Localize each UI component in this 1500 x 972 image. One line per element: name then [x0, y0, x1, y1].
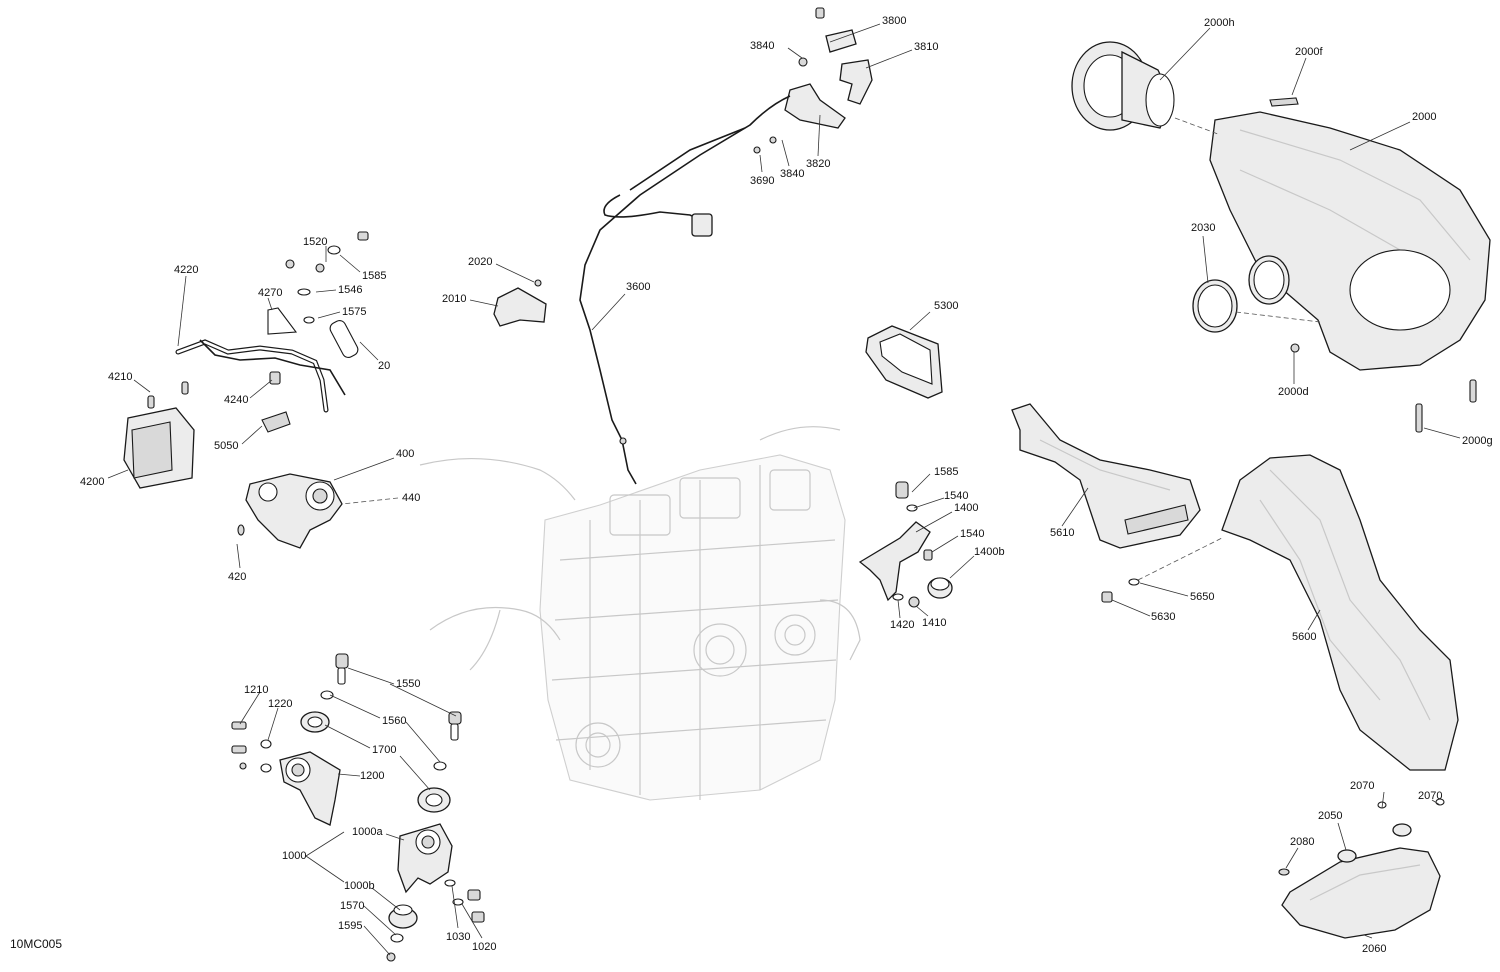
- callout-1410: 1410: [922, 617, 946, 629]
- engine-mount-1200: [231, 653, 349, 826]
- callout-3820: 3820: [806, 158, 830, 170]
- callout-1020: 1020: [472, 941, 496, 953]
- callout-1546: 1546: [338, 284, 362, 296]
- bracket-2060: [1278, 798, 1445, 939]
- callout-1585-left: 1585: [362, 270, 386, 282]
- callout-1400: 1400: [954, 502, 978, 514]
- callout-1400b: 1400b: [974, 546, 1005, 558]
- display-5300: [865, 325, 943, 399]
- leader-lines: [107, 23, 1461, 956]
- callout-440: 440: [402, 492, 420, 504]
- callout-1000b: 1000b: [344, 880, 375, 892]
- callout-5050: 5050: [214, 440, 238, 452]
- callout-1540-top: 1540: [944, 490, 968, 502]
- callout-1030: 1030: [446, 931, 470, 943]
- callout-4240: 4240: [224, 394, 248, 406]
- callout-1000a: 1000a: [352, 826, 383, 838]
- callout-1200: 1200: [360, 770, 384, 782]
- callout-labels: 3800 3810 3840 3820 3840 3690 2000h 2000…: [10, 15, 1493, 955]
- callout-2030: 2030: [1191, 222, 1215, 234]
- callout-5630: 5630: [1151, 611, 1175, 623]
- callout-3810: 3810: [914, 41, 938, 53]
- engine-mount-1000: [386, 711, 485, 962]
- bracket-2010: [493, 279, 547, 327]
- callout-2000f: 2000f: [1295, 46, 1323, 58]
- air-intake-assembly: [1071, 41, 1491, 433]
- callout-2060: 2060: [1362, 943, 1386, 955]
- callout-5650: 5650: [1190, 591, 1214, 603]
- callout-3840-top: 3840: [750, 40, 774, 52]
- callout-20: 20: [378, 360, 390, 372]
- callout-1700: 1700: [372, 744, 396, 756]
- callout-4210: 4210: [108, 371, 132, 383]
- callout-4220: 4220: [174, 264, 198, 276]
- callout-1220: 1220: [268, 698, 292, 710]
- callout-2080: 2080: [1290, 836, 1314, 848]
- callout-4200: 4200: [80, 476, 104, 488]
- callout-5300: 5300: [934, 300, 958, 312]
- callout-3690: 3690: [750, 175, 774, 187]
- callout-2070-left: 2070: [1350, 780, 1374, 792]
- callout-3600: 3600: [626, 281, 650, 293]
- heat-shield-5600: [1221, 454, 1459, 771]
- callout-2000: 2000: [1412, 111, 1436, 123]
- callout-1520: 1520: [303, 236, 327, 248]
- callout-2000g: 2000g: [1462, 435, 1493, 447]
- callout-2000d: 2000d: [1278, 386, 1309, 398]
- callout-1420: 1420: [890, 619, 914, 631]
- callout-1585-center: 1585: [934, 466, 958, 478]
- wiring-harness-3600: [579, 95, 791, 485]
- callout-1550: 1550: [396, 678, 420, 690]
- sensor-bracket-assembly: [753, 7, 873, 154]
- callout-1570: 1570: [340, 900, 364, 912]
- engine-ghost-illustration: [419, 426, 861, 801]
- callout-1000: 1000: [282, 850, 306, 862]
- figure-code: 10MC005: [10, 937, 62, 951]
- callout-420: 420: [228, 571, 246, 583]
- callout-2070-right: 2070: [1418, 790, 1442, 802]
- callout-400: 400: [396, 448, 414, 460]
- callout-5600: 5600: [1292, 631, 1316, 643]
- callout-3840-bottom: 3840: [780, 168, 804, 180]
- callout-2010: 2010: [442, 293, 466, 305]
- callout-1540-bottom: 1540: [960, 528, 984, 540]
- callout-1595: 1595: [338, 920, 362, 932]
- callout-2050: 2050: [1318, 810, 1342, 822]
- callout-5610: 5610: [1050, 527, 1074, 539]
- callout-2020: 2020: [468, 256, 492, 268]
- callout-1560: 1560: [382, 715, 406, 727]
- actuator-400: [237, 473, 343, 549]
- callout-4270: 4270: [258, 287, 282, 299]
- callout-1210: 1210: [244, 684, 268, 696]
- heat-shield-5610: [1011, 403, 1201, 603]
- callout-2000h: 2000h: [1204, 17, 1235, 29]
- callout-1575: 1575: [342, 306, 366, 318]
- ignition-coil-assembly: [123, 231, 369, 489]
- mount-bracket-1400: [858, 481, 953, 608]
- callout-3800: 3800: [882, 15, 906, 27]
